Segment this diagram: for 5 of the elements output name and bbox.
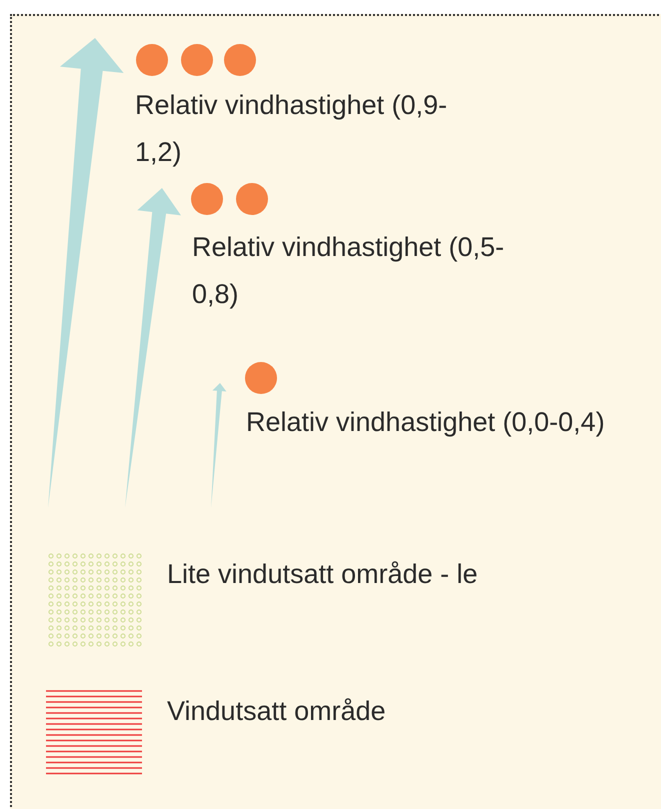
legend-label: Vindutsatt område: [167, 695, 387, 728]
legend-label: Lite vindutsatt område - le: [167, 558, 479, 591]
legend-label: Relativ vindhastighet (0,9-1,2): [135, 89, 448, 169]
legend-label: Relativ vindhastighet (0,5-0,8): [192, 231, 506, 311]
legend-label: Relativ vindhastighet (0,0-0,4): [246, 406, 606, 439]
